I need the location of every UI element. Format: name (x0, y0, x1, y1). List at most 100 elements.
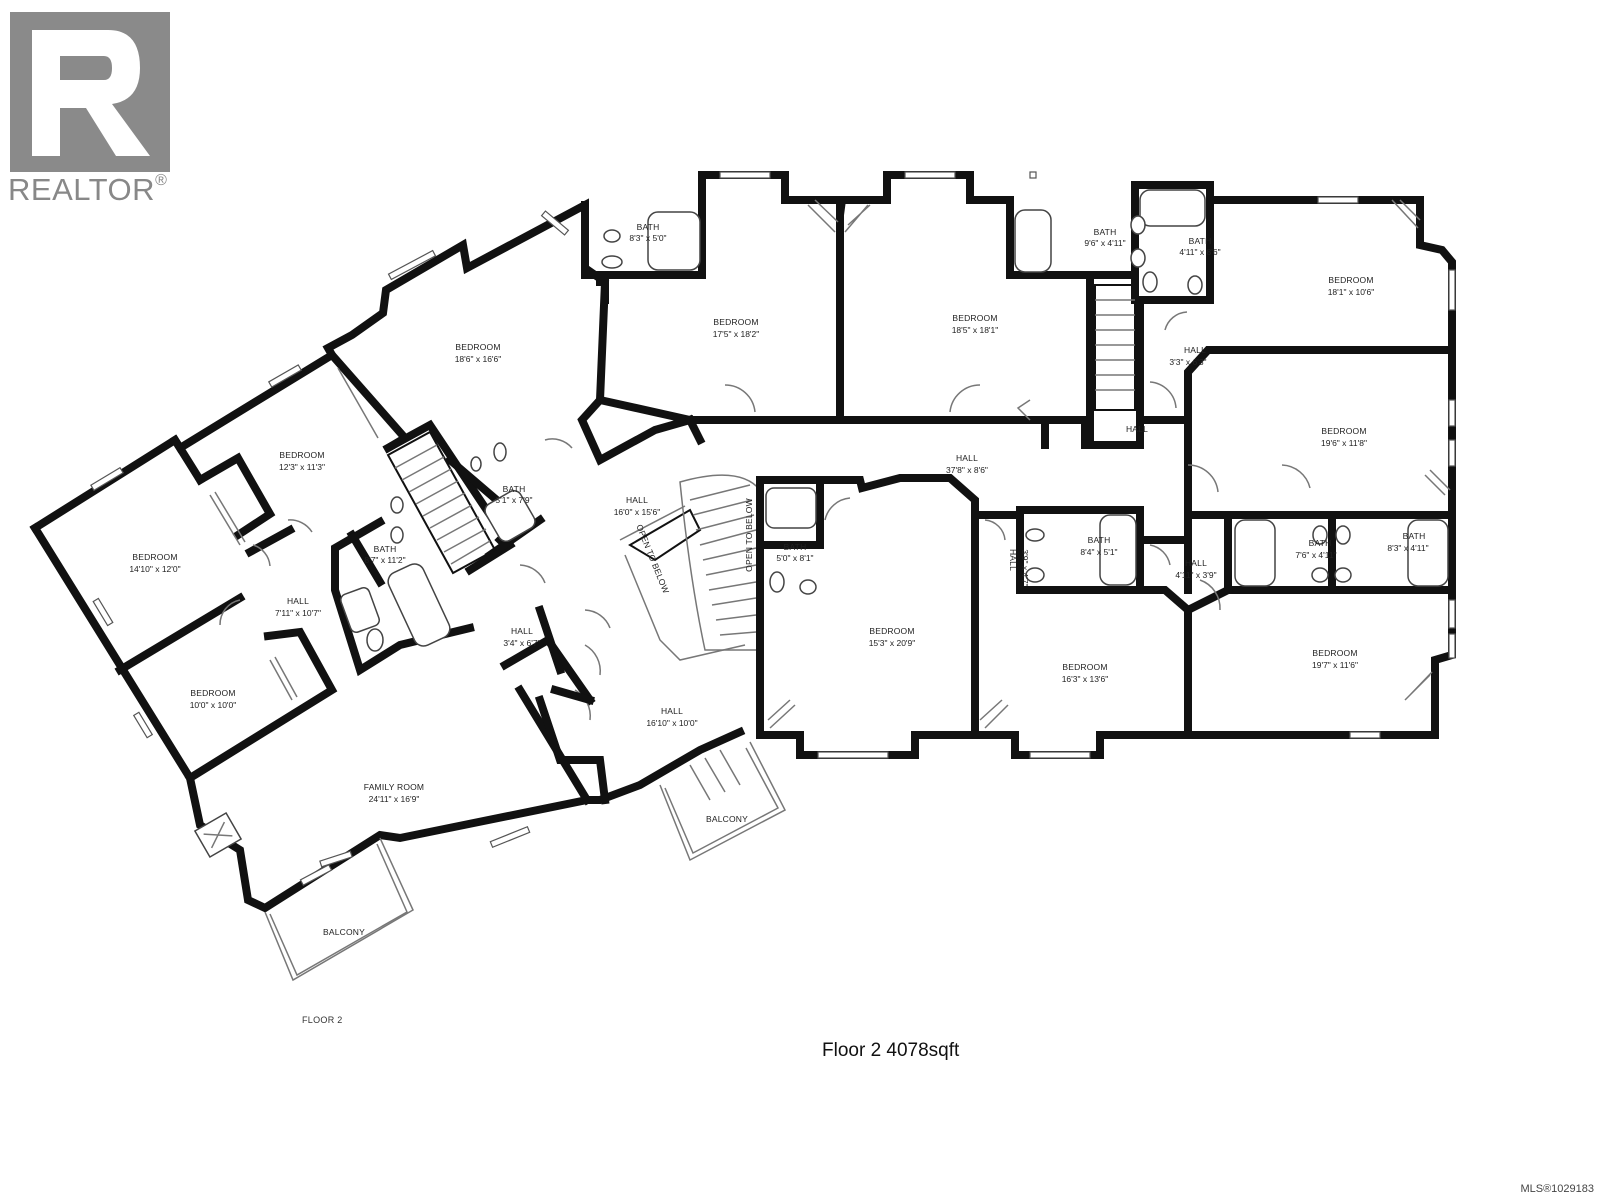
room-dims: 16'10" x 10'0" (646, 718, 697, 728)
room-name: HALL (511, 626, 533, 636)
floor-tag: FLOOR 2 (302, 1015, 343, 1025)
sink-icon (799, 579, 817, 595)
room-dims: 14'10" x 12'0" (129, 564, 180, 574)
toilet-icon (769, 571, 785, 593)
room-name: BATH (1403, 531, 1426, 541)
room-name: BATH (1309, 538, 1332, 548)
room-dims: 18'1" x 10'6" (1328, 287, 1375, 297)
bathtub-icon (1407, 519, 1449, 587)
stairs-west (386, 430, 497, 575)
balcony-west (264, 837, 414, 982)
toilet-icon (1025, 528, 1045, 542)
room-dims: 8'3" x 4'11" (1387, 543, 1428, 553)
room-name: BATH (784, 542, 807, 552)
realtor-logo (10, 12, 170, 172)
toilet-icon (1335, 525, 1351, 545)
balcony-central (659, 741, 787, 862)
room-name: HALL (661, 706, 683, 716)
room-dims: 24'11" x 16'9" (369, 794, 420, 804)
room-dims: 37'8" x 8'6" (946, 465, 988, 475)
room-name: HALL (1126, 424, 1148, 434)
bathtub-icon (647, 211, 701, 271)
room-name: FAMILY ROOM (364, 782, 424, 792)
room-name: BALCONY (323, 927, 365, 937)
room-name: BEDROOM (455, 342, 500, 352)
sink-icon (1130, 248, 1146, 268)
realtor-wordmark: REALTOR® (8, 172, 168, 207)
bathtub-icon (1139, 189, 1206, 227)
room-dims: 5'1" x 7'9" (495, 495, 532, 505)
room-dims: 5'0" x 8'1" (776, 553, 813, 563)
toilet-icon (601, 255, 623, 269)
sink-icon (603, 229, 621, 243)
central-stair (619, 474, 761, 661)
room-name: BEDROOM (1321, 426, 1366, 436)
room-dims: 7'11" x 10'7" (275, 608, 321, 618)
sink-icon (1311, 567, 1329, 583)
sink-icon (470, 456, 482, 472)
room-name: BEDROOM (132, 552, 177, 562)
room-dims: 12'3" x 11'3" (279, 462, 325, 472)
room-name: BEDROOM (190, 688, 235, 698)
floor-caption: Floor 2 4078sqft (822, 1040, 960, 1061)
room-dims: 9'6" x 4'11" (1084, 238, 1125, 248)
room-name: BATH (503, 484, 526, 494)
room-name: BEDROOM (869, 626, 914, 636)
room-name: BATH (1088, 535, 1111, 545)
room-dims: 18'6" x 16'6" (455, 354, 502, 364)
room-dims: 3'4" x 6'7" (503, 638, 540, 648)
room-name: BEDROOM (1062, 662, 1107, 672)
toilet-icon (1142, 271, 1158, 293)
room-dims: 3'9" x 4'7" (1020, 549, 1030, 586)
sink-icon (390, 526, 404, 544)
toilet-icon (493, 442, 507, 462)
room-name: HALL (956, 453, 978, 463)
room-dims: 4'11" x 3'9" (1175, 570, 1216, 580)
room-name: BATH (637, 222, 660, 232)
room-name: BATH (374, 544, 397, 554)
room-dims: 19'6" x 11'8" (1321, 438, 1367, 448)
room-dims: 10'0" x 10'0" (190, 700, 237, 710)
room-name: HALL (1008, 549, 1018, 571)
bathtub-icon (1234, 519, 1276, 587)
room-name: BEDROOM (1312, 648, 1357, 658)
bathtub-icon (1099, 514, 1137, 586)
room-dims: 8'4" x 5'1" (1080, 547, 1117, 557)
stair-label: OPEN TO BELOW (634, 523, 671, 595)
room-name: HALL (1185, 558, 1207, 568)
stairs-east (1094, 284, 1136, 411)
room-name: BALCONY (706, 814, 748, 824)
room-dims: 16'3" x 13'6" (1062, 674, 1109, 684)
shower-icon (340, 587, 380, 633)
room-name: BEDROOM (279, 450, 324, 460)
room-name: HALL (1184, 345, 1206, 355)
room-dims: 15'3" x 20'9" (869, 638, 916, 648)
room-name: BEDROOM (1328, 275, 1373, 285)
room-name: BATH (1094, 227, 1117, 237)
sink-icon (1025, 567, 1045, 583)
toilet-icon (366, 628, 384, 652)
room-dims: 16'0" x 15'6" (614, 507, 661, 517)
sink-icon (390, 496, 404, 514)
room-dims: 7'6" x 4'11" (1295, 550, 1336, 560)
room-dims: 4'11" x 8'6" (1179, 247, 1220, 257)
room-name: HALL (626, 495, 648, 505)
mls-number: MLS®1029183 (1520, 1183, 1594, 1195)
bathtub-icon (1014, 209, 1052, 273)
room-name: BEDROOM (713, 317, 758, 327)
west-wing (29, 198, 746, 982)
room-name: BATH (1189, 236, 1212, 246)
room-dims: 17'5" x 18'2" (713, 329, 760, 339)
sink-icon (1334, 567, 1352, 583)
bathtub-icon (387, 563, 451, 647)
room-dims: 8'3" x 5'0" (629, 233, 666, 243)
bathtub-icon (484, 489, 536, 543)
room-dims: 8'7" x 11'2" (364, 555, 405, 565)
sink-icon (1187, 275, 1203, 295)
east-wing (534, 171, 1456, 862)
sink-icon (1130, 215, 1146, 235)
room-dims: 19'7" x 11'6" (1312, 660, 1358, 670)
room-name: BEDROOM (952, 313, 997, 323)
room-dims: 3'3" x 6'3" (1169, 357, 1206, 367)
